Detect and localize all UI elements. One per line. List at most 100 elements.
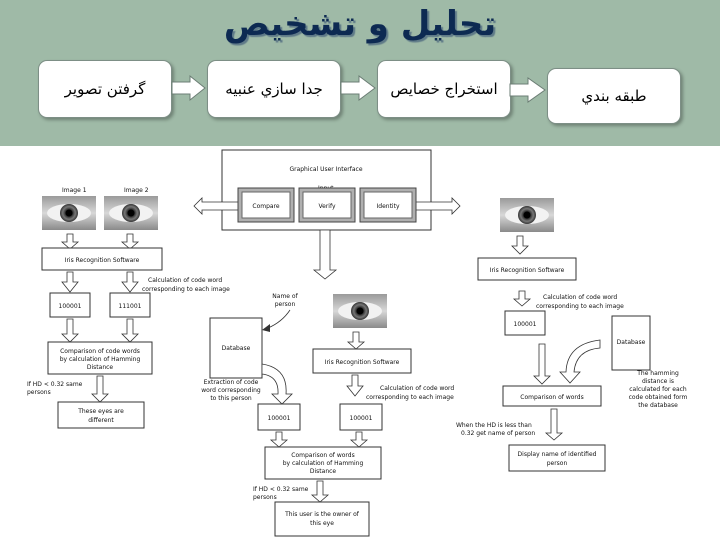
compare-branch: Image 1 Image 2 Iris Recognition Softwar… — [27, 187, 230, 429]
compare-result-line1: These eyes are — [77, 408, 124, 415]
identity-button[interactable]: Identity — [359, 187, 417, 223]
verify-comparison-line2: by calculation of Hamming — [283, 460, 364, 467]
verify-software-box — [312, 348, 412, 374]
identify-arrow-result — [544, 408, 564, 441]
eye-image-1 — [42, 196, 96, 230]
header-band: تحليل و تشخيص گرفتن تصوير جدا سازي عنبيه… — [0, 0, 720, 146]
compare-result-line2: different — [88, 417, 114, 424]
identify-comparison-box — [502, 385, 602, 407]
verify-database-label: Database — [222, 345, 251, 352]
identify-result-line1: Display name of identified — [518, 451, 597, 458]
compare-comparison-line3: Distance — [87, 364, 114, 371]
identify-arrow-code — [512, 290, 532, 307]
verify-arrow-cmp1 — [269, 431, 289, 448]
verify-name-line1: Name of — [272, 293, 298, 300]
identify-hamming-line4: code obtained form — [629, 394, 688, 401]
compare-arrow-eye1 — [60, 233, 80, 250]
compare-button[interactable]: Compare — [237, 187, 295, 223]
compare-code1-box — [49, 292, 91, 318]
compare-condition-line1: If HD < 0.32 same — [27, 381, 83, 388]
compare-comparison-box — [47, 341, 153, 375]
header-arrow-1 — [171, 74, 206, 102]
verify-extraction-line3: to this person — [210, 395, 252, 402]
verify-arrow-cmp2 — [349, 431, 369, 448]
identify-code-box — [504, 310, 546, 336]
compare-button-label: Compare — [252, 203, 280, 210]
identify-condition-line2: 0.32 get name of person — [461, 430, 535, 437]
compare-code2-box — [109, 292, 151, 318]
compare-software-box — [41, 247, 163, 271]
eye-image-verify — [333, 294, 387, 328]
header-arrow-3 — [509, 77, 546, 103]
step-classification: طبقه بندي — [547, 68, 681, 124]
compare-arrow-eye2 — [120, 233, 140, 250]
gui-down-arrow — [312, 229, 338, 280]
identify-hamming-line1: The hamming — [636, 370, 679, 377]
eye-image-2 — [104, 196, 158, 230]
compare-comparison-line1: Comparison of code words — [60, 348, 140, 355]
compare-condition-line2: persons — [27, 389, 51, 396]
identify-hamming-line5: the database — [638, 402, 678, 409]
verify-result-box — [274, 501, 370, 537]
verify-extraction-arrow — [261, 363, 293, 405]
verify-database-box — [209, 317, 263, 379]
verify-code1: 100001 — [268, 415, 291, 422]
compare-arrow-cmp2 — [121, 318, 139, 343]
identify-calc-line1: Calculation of code word — [543, 294, 617, 301]
iris-flow-diagram: Graphical User Interface Input Compare V… — [27, 149, 688, 537]
verify-condition-line2: persons — [253, 494, 277, 501]
compare-comparison-line2: by calculation of Hamming — [60, 356, 141, 363]
verify-comparison-box — [264, 446, 382, 480]
identify-result-line2: person — [547, 460, 568, 467]
identify-hamming-line3: calculated for each — [629, 386, 687, 393]
identify-comparison-label: Comparison of words — [520, 394, 583, 401]
identify-condition-line1: When the HD is less than — [456, 422, 532, 429]
header-arrows — [171, 74, 546, 103]
verify-arrow-eye — [346, 331, 366, 350]
compare-arrow-code2 — [121, 271, 139, 293]
verify-arrow-result — [310, 480, 330, 503]
compare-software-label: Iris Recognition Software — [65, 257, 140, 264]
compare-image1-label: Image 1 — [62, 187, 87, 194]
compare-calc-line1: Calculation of code word — [148, 277, 222, 284]
identify-arrow-eye — [511, 235, 529, 255]
verify-result-line1: This user is the owner of — [284, 511, 360, 518]
verify-code1-box — [257, 403, 301, 431]
verify-condition-line1: If HD < 0.32 same — [253, 486, 309, 493]
verify-comparison-line3: Distance — [310, 468, 337, 475]
gui-panel: Graphical User Interface Input Compare V… — [193, 149, 461, 280]
identify-database-box — [611, 315, 651, 371]
identify-software-label: Iris Recognition Software — [490, 267, 565, 274]
compare-arrow-result — [91, 375, 109, 403]
slide-title: تحليل و تشخيص — [223, 4, 497, 44]
eye-image-identify — [500, 198, 554, 232]
verify-calc-line2: corresponding to each image — [366, 394, 454, 401]
identify-arrow-cmp — [533, 343, 551, 385]
step-feature-extraction: استخراج خصايص — [377, 60, 511, 118]
identify-software-box — [477, 257, 577, 281]
verify-name-line2: person — [275, 301, 296, 308]
verify-extraction-line1: Extraction of code — [204, 379, 259, 386]
verify-extraction-line2: word corresponding — [201, 387, 261, 394]
verify-comparison-line1: Comparison of words — [291, 452, 354, 459]
verify-arrow-code — [346, 374, 364, 397]
identity-button-label: Identity — [377, 203, 400, 210]
verify-branch: Name of person Database Extraction of co… — [201, 293, 454, 537]
verify-button[interactable]: Verify — [298, 187, 356, 223]
compare-arrow-cmp1 — [61, 318, 79, 343]
identify-result-box — [508, 444, 606, 472]
identify-hamming-line2: distance is — [642, 378, 674, 385]
compare-calc-line2: corresponding to each image — [142, 286, 230, 293]
verify-name-arrow — [267, 309, 291, 329]
header-arrow-2 — [340, 75, 376, 101]
compare-arrow-code1 — [61, 271, 79, 293]
verify-software-label: Iris Recognition Software — [325, 359, 400, 366]
verify-calc-line1: Calculation of code word — [380, 385, 454, 392]
identify-code: 100001 — [514, 321, 537, 328]
gui-title: Graphical User Interface — [289, 166, 362, 173]
verify-code2-box — [339, 403, 383, 431]
identify-database-label: Database — [617, 339, 646, 346]
verify-code2: 100001 — [350, 415, 373, 422]
compare-code1: 100001 — [59, 303, 82, 310]
identify-branch: Iris Recognition Software Calculation of… — [456, 198, 688, 472]
